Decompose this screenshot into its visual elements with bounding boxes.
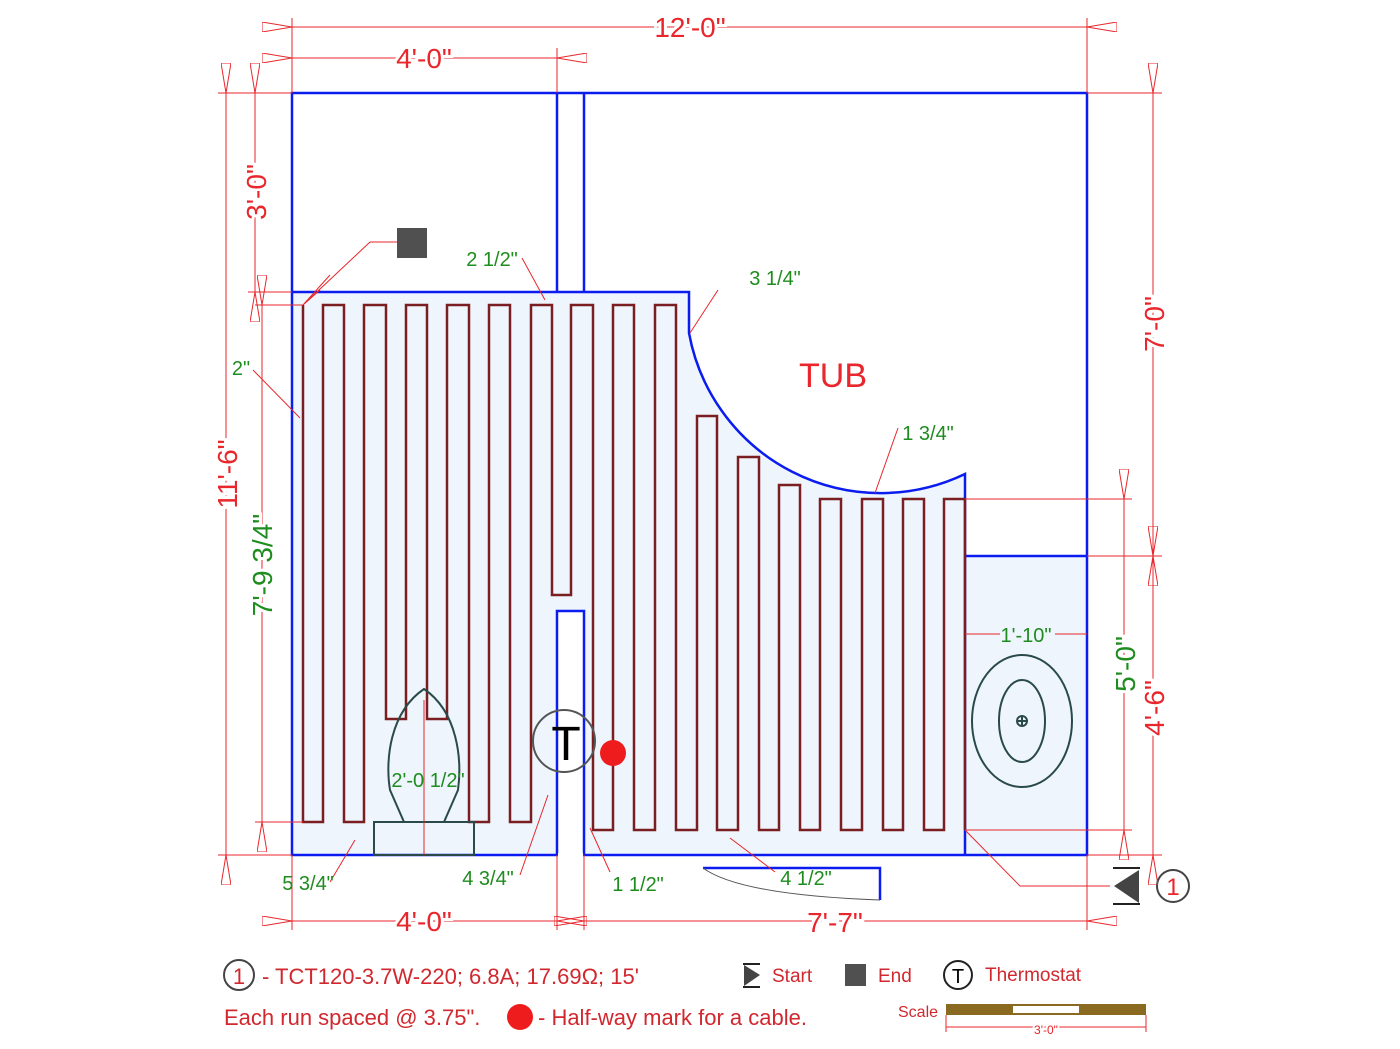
svg-text:T: T: [551, 718, 580, 771]
svg-text:1: 1: [1166, 874, 1179, 901]
scale-bar: 3'-0": [945, 1004, 1147, 1039]
svg-text:2": 2": [232, 358, 250, 380]
end-legend-icon: [845, 964, 866, 986]
svg-text:3'-0": 3'-0": [241, 164, 272, 220]
cable-end-icon: [397, 228, 427, 258]
svg-text:4'-6": 4'-6": [1139, 680, 1170, 736]
svg-text:Scale: Scale: [898, 1004, 938, 1021]
svg-text:4 3/4": 4 3/4": [462, 868, 514, 890]
heated-floor-area: [292, 292, 1087, 855]
svg-text:5 3/4": 5 3/4": [282, 873, 334, 895]
start-legend-icon: [743, 963, 760, 988]
svg-text:4'-0": 4'-0": [396, 43, 452, 74]
svg-text:End: End: [878, 966, 912, 987]
svg-text:- Half-way mark for a cable.: - Half-way mark for a cable.: [538, 1005, 807, 1030]
svg-text:Each run spaced @ 3.75".: Each run spaced @ 3.75".: [224, 1005, 480, 1030]
svg-text:7'-7": 7'-7": [807, 907, 863, 938]
svg-text:Thermostat: Thermostat: [985, 965, 1082, 986]
svg-text:4 1/2": 4 1/2": [780, 868, 832, 890]
svg-text:1: 1: [233, 964, 245, 989]
thermostat-legend-icon: [943, 960, 973, 990]
thermostat-icon: T: [532, 709, 596, 773]
svg-text:- TCT120-3.7W-220; 6.8A; 17.69: - TCT120-3.7W-220; 6.8A; 17.69Ω; 15': [262, 964, 639, 989]
svg-text:Start: Start: [772, 966, 813, 987]
svg-text:1 1/2": 1 1/2": [612, 874, 664, 896]
dimension-labels: 12'-0" 4'-0" 11'-6" 3'-0" 7'-9 3/4" 7'-0…: [209, 9, 1173, 941]
tub-label: TUB: [799, 357, 867, 395]
svg-text:7'-9 3/4": 7'-9 3/4": [247, 514, 278, 616]
halfway-mark-icon: [600, 740, 626, 766]
heating-cable: [301, 303, 967, 832]
sink: [971, 654, 1073, 788]
svg-text:2'-0 1/2": 2'-0 1/2": [391, 770, 464, 792]
svg-text:4'-0": 4'-0": [396, 906, 452, 937]
svg-text:3'-0": 3'-0": [1034, 1023, 1058, 1037]
clearance-labels: 2 1/2" 3 1/4" 2" 1 3/4" 1'-10" 2'-0 1/2"…: [232, 249, 1052, 896]
svg-text:5'-0": 5'-0": [1110, 636, 1141, 692]
svg-text:11'-6": 11'-6": [212, 439, 243, 508]
svg-text:12'-0": 12'-0": [654, 12, 725, 43]
walls: [290, 91, 1089, 857]
cable-start-icon: 1: [964, 829, 1190, 905]
svg-text:2 1/2": 2 1/2": [466, 249, 518, 271]
svg-text:T: T: [952, 966, 964, 988]
door: [702, 866, 882, 901]
halfway-legend-icon: [507, 1004, 533, 1030]
svg-text:1'-10": 1'-10": [1001, 625, 1052, 647]
svg-text:3 1/4": 3 1/4": [749, 268, 801, 290]
cable-number-icon: [223, 959, 255, 991]
svg-text:1 3/4": 1 3/4": [902, 423, 954, 445]
svg-text:7'-0": 7'-0": [1139, 296, 1170, 352]
legend: 1 - TCT120-3.7W-220; 6.8A; 17.69Ω; 15' S…: [223, 959, 1147, 1039]
dimension-lines: [218, 18, 1162, 930]
